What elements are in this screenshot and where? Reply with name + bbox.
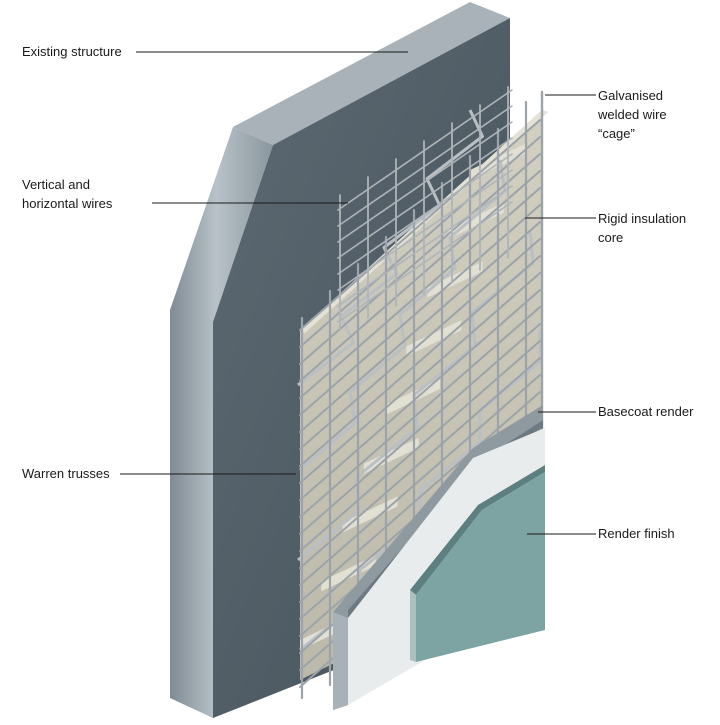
rear-horizontal-wire (337, 89, 513, 211)
rear-horizontal-wire (337, 201, 513, 323)
render-layers (333, 405, 545, 710)
label-basecoat-render: Basecoat render (598, 404, 694, 419)
warren-truss (299, 159, 507, 472)
basecoat-render-side (333, 612, 348, 710)
horizontal-wire (299, 391, 541, 603)
warren-truss (297, 109, 484, 387)
insulation-step (385, 379, 440, 415)
rear-horizontal-wire (337, 153, 513, 275)
insulation-step (363, 437, 419, 474)
render-finish-side (410, 590, 416, 662)
horizontal-wire (299, 204, 541, 416)
label-rigid-insulation-core: Rigid insulation core (598, 211, 687, 245)
insulation-step (342, 496, 398, 533)
label-galvanised-wire-cage: Galvanised welded wire “cage” (598, 88, 667, 141)
horizontal-wire (299, 221, 541, 433)
label-existing-structure: Existing structure (22, 44, 122, 59)
render-finish-face (416, 472, 545, 662)
horizontal-wire (299, 170, 541, 382)
horizontal-wire (299, 374, 541, 586)
rear-horizontal-wire (337, 105, 513, 227)
rear-horizontal-wire (337, 121, 513, 243)
horizontal-wire (299, 255, 541, 467)
render-finish-edge (410, 465, 545, 595)
horizontal-wire (299, 289, 541, 501)
insulation-step (406, 320, 462, 357)
rear-horizontal-wire (337, 169, 513, 291)
rear-horizontal-wire (337, 137, 513, 259)
label-render-finish: Render finish (598, 526, 675, 541)
horizontal-wire (299, 238, 541, 450)
label-vertical-horizontal-wires: Vertical and horizontal wires (22, 177, 113, 211)
insulation-step (448, 202, 504, 239)
wall-side-face (170, 127, 273, 718)
leader-lines (120, 51, 596, 535)
horizontal-wire (299, 306, 541, 518)
wall-top-face (233, 2, 510, 145)
rear-horizontal-wire (337, 185, 513, 307)
horizontal-wire (299, 357, 541, 569)
label-warren-trusses: Warren trusses (22, 466, 110, 481)
horizontal-wire (299, 272, 541, 484)
horizontal-wire (299, 340, 541, 552)
horizontal-wire (299, 323, 541, 535)
horizontal-wire (299, 187, 541, 399)
